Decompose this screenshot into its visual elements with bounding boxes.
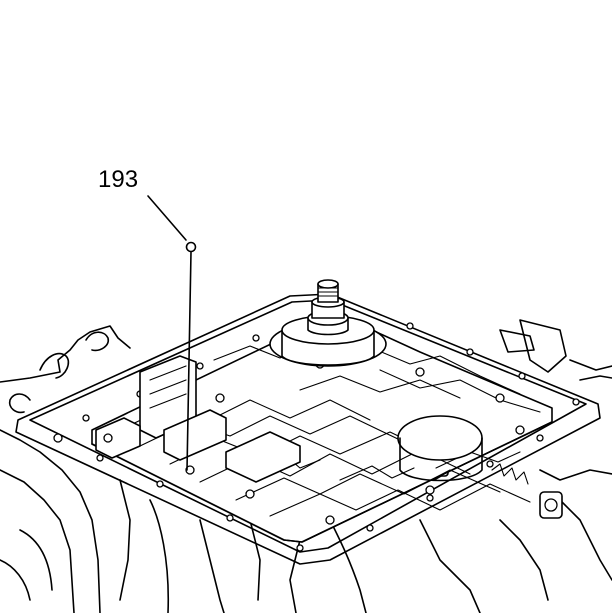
valve-body-plate <box>91 317 553 543</box>
callout-193-label: 193 <box>98 166 139 193</box>
callout-193-leader <box>147 195 197 471</box>
oil-pan-rim <box>15 293 601 565</box>
pressure-control-solenoid <box>269 279 387 367</box>
